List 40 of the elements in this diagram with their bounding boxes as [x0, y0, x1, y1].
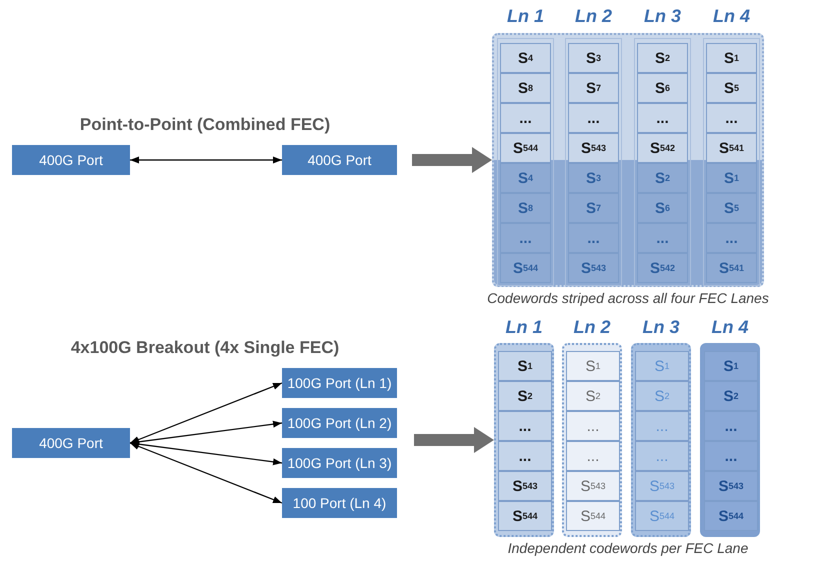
port-box: 100G Port (Ln 3)	[282, 448, 397, 478]
double-arrow	[130, 442, 282, 504]
codeword-cell: ...	[637, 103, 688, 133]
section-heading: Point-to-Point (Combined FEC)	[80, 115, 330, 134]
codeword-cell: ...	[635, 441, 689, 471]
codeword-cell: ...	[704, 441, 758, 471]
lane-label: Ln 4	[710, 317, 750, 338]
double-arrow	[130, 382, 282, 444]
double-arrow	[130, 156, 282, 164]
lane-label: Ln 1	[506, 6, 545, 27]
codeword-cell: ...	[706, 223, 757, 253]
lane-label: Ln 4	[712, 6, 751, 27]
lane-label: Ln 3	[641, 317, 680, 338]
codeword-cell: ...	[566, 411, 620, 441]
codeword-cell: ...	[637, 223, 688, 253]
codeword-cell: ...	[498, 441, 552, 471]
section-heading: 4x100G Breakout (4x Single FEC)	[70, 338, 340, 357]
codeword-cell: ...	[706, 103, 757, 133]
lane-label: Ln 2	[572, 317, 612, 338]
block-arrow	[412, 147, 492, 173]
codeword-cell: ...	[566, 441, 620, 471]
codeword-cell: ...	[568, 103, 619, 133]
lane-label: Ln 3	[642, 6, 682, 27]
port-box: 100 Port (Ln 4)	[282, 488, 397, 518]
caption: Codewords striped across all four FEC Lanes	[487, 290, 769, 306]
caption: Independent codewords per FEC Lane	[508, 540, 748, 556]
codeword-cell: ...	[635, 411, 689, 441]
port-box: 400G Port	[12, 145, 130, 175]
lane-label: Ln 1	[504, 317, 544, 338]
lane-label: Ln 2	[574, 6, 613, 27]
block-arrow	[414, 427, 494, 453]
codeword-cell: ...	[568, 223, 619, 253]
codeword-cell: ...	[498, 411, 552, 441]
port-box: 100G Port (Ln 2)	[282, 408, 397, 438]
codeword-cell: ...	[704, 411, 758, 441]
port-box: 400G Port	[282, 145, 397, 175]
codeword-cell: ...	[500, 103, 551, 133]
codeword-cell: ...	[500, 223, 551, 253]
port-box: 100G Port (Ln 1)	[282, 368, 397, 398]
port-box: 400G Port	[12, 428, 130, 458]
